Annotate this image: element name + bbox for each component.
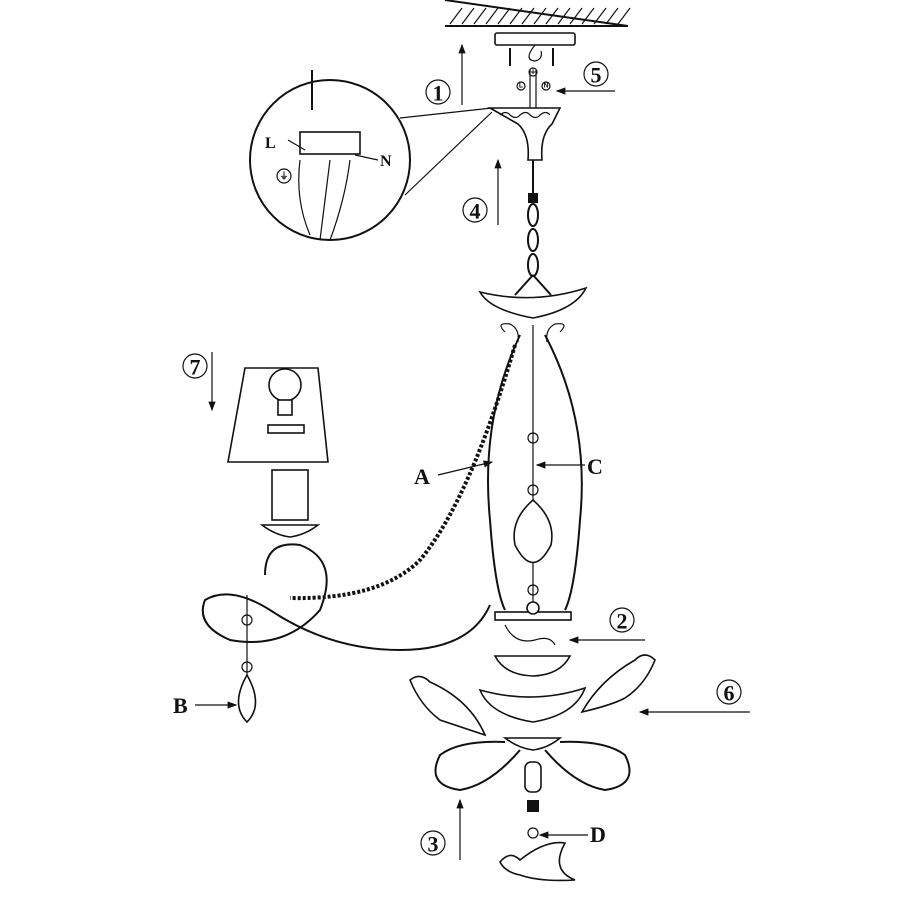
step-6-marker: 6 <box>716 679 742 706</box>
step-7-marker: 7 <box>182 353 208 380</box>
step-4-marker: 4 <box>462 197 488 224</box>
step-5-marker: 5 <box>583 61 609 88</box>
ceiling-hatch-line <box>509 7 523 25</box>
step-6-label: 6 <box>724 681 735 706</box>
step-7-label: 7 <box>190 355 201 380</box>
ceiling-hatch-line <box>605 7 619 25</box>
ceiling-hatch-line <box>533 7 547 25</box>
canopy <box>486 67 562 161</box>
bead-chain <box>289 344 517 601</box>
ceiling <box>444 0 631 27</box>
part-d-label: D <box>590 822 606 847</box>
neutral-wire-label: N <box>380 153 392 170</box>
ceiling-hatch-line <box>497 7 511 25</box>
arrows <box>195 43 750 860</box>
step-1-label: 1 <box>433 81 444 106</box>
upper-bobeche <box>478 286 588 319</box>
step-3-label: 3 <box>428 832 439 857</box>
ceiling-hatch-line <box>617 7 631 25</box>
step-1-marker: 1 <box>425 79 451 106</box>
frame <box>487 323 583 611</box>
part-a-label: A <box>414 464 430 489</box>
ceiling-hatch-line <box>521 7 535 25</box>
lower-arms <box>434 740 631 792</box>
step-2-label: 2 <box>617 609 628 634</box>
canopy-ground-mark: ⏚ <box>530 68 537 76</box>
ceiling-hatch-line <box>581 7 595 25</box>
ceiling-hatch-line <box>557 7 571 25</box>
ceiling-hatch-line <box>449 7 463 25</box>
ceiling-hatch-line <box>593 7 607 25</box>
bird-bottom <box>499 841 576 882</box>
canopy-neutral-mark: N <box>543 83 548 90</box>
lamp-shade <box>227 367 329 463</box>
step-4-label: 4 <box>470 199 481 224</box>
ceiling-hatch-line <box>461 7 475 25</box>
live-wire-label: L <box>265 135 276 152</box>
part-b-label: B <box>173 693 188 718</box>
mounting-bracket <box>494 32 576 66</box>
ceiling-hatch-line <box>473 7 487 25</box>
wiring-detail-magnifier <box>249 70 493 241</box>
bird-right <box>580 654 656 714</box>
ceiling-hatch-line <box>485 7 499 25</box>
ceiling-hatch-line <box>569 7 583 25</box>
bird-left <box>409 675 487 737</box>
chain <box>514 160 552 296</box>
side-arm <box>201 469 491 724</box>
step-2-marker: 2 <box>609 607 635 634</box>
ground-symbol: ⏚ <box>279 171 288 181</box>
canopy-live-mark: L <box>519 83 524 90</box>
ceiling-hatch-line <box>545 7 559 25</box>
part-c-label: C <box>587 454 603 479</box>
step-5-label: 5 <box>591 63 602 88</box>
step-3-marker: 3 <box>420 830 446 857</box>
center-body <box>478 601 587 839</box>
